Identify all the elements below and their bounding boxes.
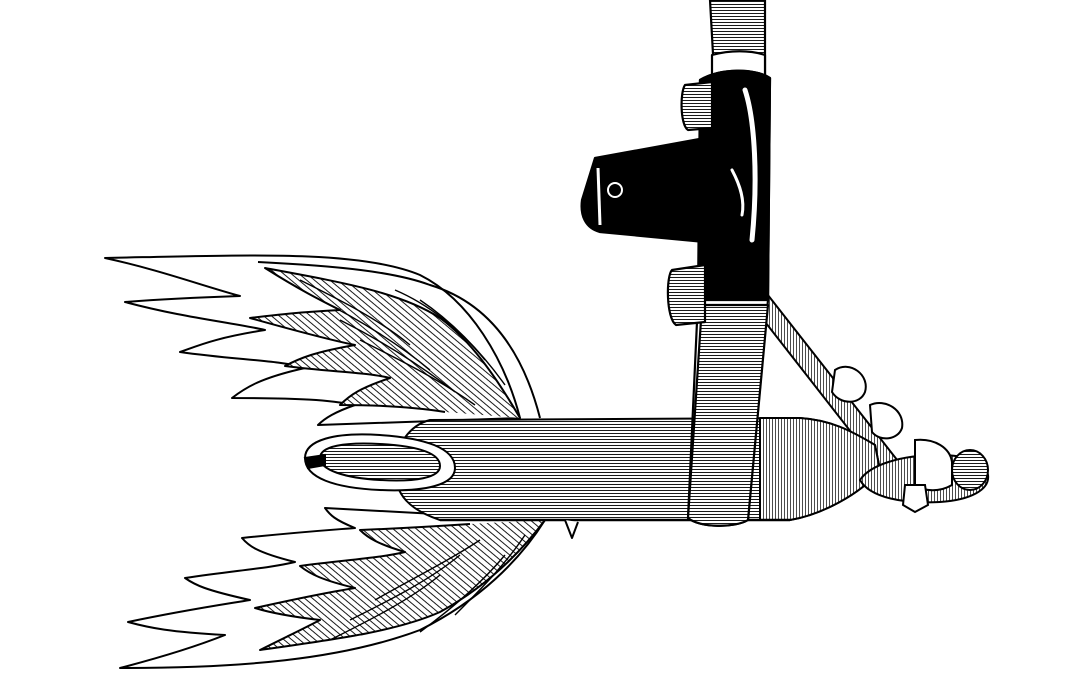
clamp-block [580,80,714,327]
handlebar-stem [686,0,772,527]
rear-wheel [303,433,457,492]
wing-lower [119,507,546,669]
front-wheel [858,438,990,514]
wing-upper [104,254,541,426]
brake-arm [746,283,907,484]
deck [394,417,881,539]
